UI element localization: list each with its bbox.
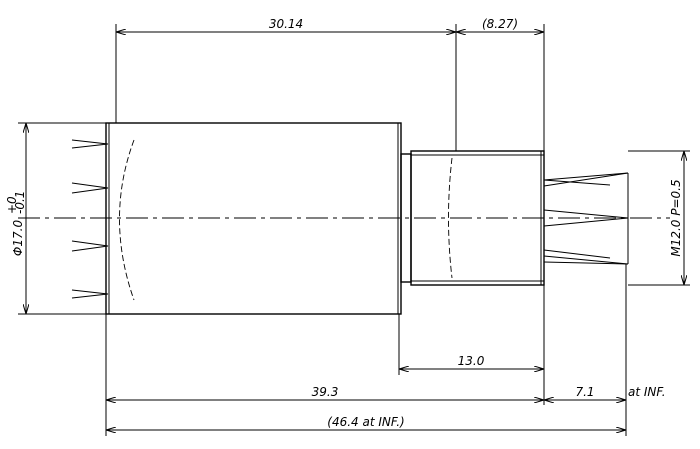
outgoing-light-rays [543, 172, 629, 265]
dimension-lines [26, 32, 684, 430]
front-lens-surface-dashed [119, 139, 135, 301]
dim-thread-length: 13.0 [458, 354, 485, 368]
rear-lens-surface-dashed [448, 157, 453, 279]
dim-total-length: (46.4 at INF.) [327, 415, 404, 429]
thread-mount [410, 150, 545, 286]
dim-thread-spec: M12.0 P=0.5 [669, 179, 683, 256]
dim-at-inf: at INF. [628, 385, 666, 399]
dim-backfocus: 7.1 [575, 385, 594, 399]
dim-top-main: 30.14 [269, 17, 303, 31]
lens-barrel-body [105, 122, 402, 315]
dim-body-length: 39.3 [312, 385, 339, 399]
dim-diameter-main: Φ17.0 [11, 220, 25, 257]
dim-diameter-group: Φ17.0 +0 -0.1 [5, 191, 27, 257]
dim-diameter-tol-upper: +0 [5, 196, 19, 214]
dim-top-ref: (8.27) [482, 17, 518, 31]
dim-thread-group: M12.0 P=0.5 [669, 179, 683, 256]
dim-diameter-tol-lower: -0.1 [13, 191, 27, 214]
incoming-light-rays [71, 139, 109, 299]
extension-lines [18, 24, 690, 436]
